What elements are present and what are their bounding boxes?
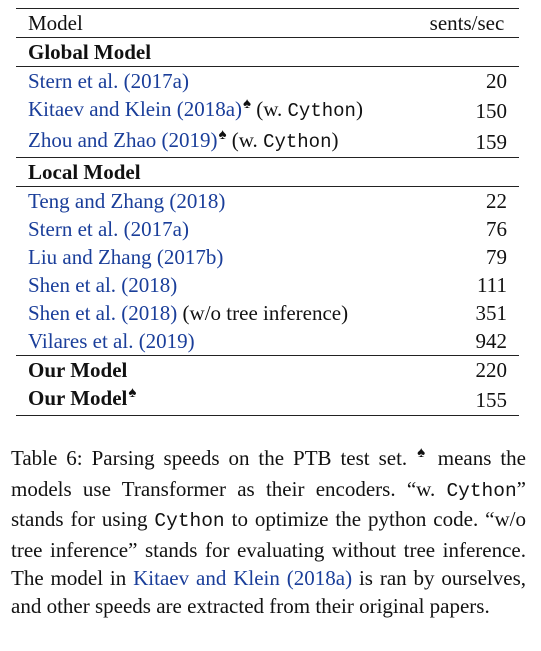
model-cell: Our Model	[16, 355, 415, 384]
our-model-label: Our Model	[28, 386, 128, 410]
spade-icon: ♠	[218, 127, 227, 143]
table-row: Zhou and Zhao (2019)♠ (w. Cython) 159	[16, 126, 519, 158]
speed-value: 159	[475, 129, 508, 154]
our-model-label: Our Model	[28, 358, 128, 382]
caption-text-3: ” stands for using	[11, 477, 526, 532]
section-header-row: Global Model	[16, 37, 519, 67]
model-cell: Stern et al. (2017a)	[16, 66, 415, 95]
citation-link[interactable]: Liu and Zhang (2017b)	[28, 245, 224, 269]
table-row: Stern et al. (2017a) 76	[16, 215, 519, 243]
speed-value: 111	[477, 273, 507, 297]
section-title: Local Model	[16, 157, 519, 187]
speed-value: 79	[486, 245, 507, 269]
caption-code-cython-1: Cython	[446, 480, 517, 503]
table-row: Shen et al. (2018) (w/o tree inference) 3…	[16, 299, 519, 327]
spade-icon: ♠	[243, 96, 251, 112]
model-note-code: Cython	[263, 131, 332, 153]
model-note-end: )	[355, 97, 363, 121]
section-title: Global Model	[16, 37, 519, 67]
header-speed: sents/sec	[415, 8, 519, 38]
citation-link[interactable]: Zhou and Zhao (2019)	[28, 128, 218, 152]
model-note-code: Cython	[287, 100, 356, 122]
model-cell: Vilares et al. (2019)	[16, 327, 415, 356]
model-note: (w.	[226, 128, 264, 152]
table-row: Kitaev and Klein (2018a)♠ (w. Cython) 150	[16, 95, 519, 126]
speed-value: 220	[415, 355, 519, 384]
table-row: Vilares et al. (2019) 942	[16, 327, 519, 356]
speed-value: 20	[415, 66, 519, 95]
our-model-row: Our Model♠155	[16, 384, 519, 416]
model-note: (w/o tree inference)	[177, 301, 349, 325]
citation-link[interactable]: Teng and Zhang (2018)	[28, 189, 226, 213]
table-row: Stern et al. (2017a) 20	[16, 66, 519, 95]
caption-text-2: means the models use Transformer as thei…	[11, 446, 526, 502]
model-cell: Kitaev and Klein (2018a)♠ (w. Cython)	[16, 95, 415, 126]
model-cell: Zhou and Zhao (2019)♠ (w. Cython)	[16, 126, 415, 158]
our-model-row: Our Model 220	[16, 355, 519, 384]
table-row: Teng and Zhang (2018) 22	[16, 186, 519, 215]
speed-value: 351	[475, 301, 508, 325]
model-note: (w.	[250, 97, 288, 121]
model-cell: Shen et al. (2018) (w/o tree inference)	[16, 299, 415, 327]
table-row: Shen et al. (2018) 111	[16, 271, 519, 299]
citation-link[interactable]: Shen et al. (2018)	[28, 273, 178, 297]
caption-code-cython-2: Cython	[154, 510, 225, 533]
table-row: Liu and Zhang (2017b) 79	[16, 243, 519, 271]
citation-link[interactable]: Shen et al. (2018)	[28, 301, 178, 325]
speed-value: 942	[475, 329, 508, 353]
header-model: Model	[16, 8, 415, 38]
model-cell: Stern et al. (2017a)	[16, 215, 415, 243]
model-cell: Liu and Zhang (2017b)	[16, 243, 415, 271]
caption-text-5: is ran by ourselves, and other speeds ar…	[11, 565, 526, 619]
caption-text-4: to optimize the python code. “w/o tree i…	[11, 507, 526, 590]
caption-citation-link[interactable]: Kitaev and Klein (2018a)	[133, 565, 353, 590]
citation-link[interactable]: Kitaev and Klein (2018a)	[28, 97, 243, 121]
speed-value: 155	[415, 384, 519, 416]
speed-value: 76	[486, 217, 507, 241]
speed-value: 150	[475, 98, 508, 123]
citation-link[interactable]: Stern et al. (2017a)	[28, 69, 189, 93]
speed-value: 22	[415, 186, 519, 215]
caption-text-1: Table 6: Parsing speeds on the PTB test …	[11, 446, 417, 470]
model-note-end: )	[331, 128, 339, 152]
spade-icon: ♠	[128, 385, 137, 401]
model-cell: Our Model♠	[16, 384, 415, 416]
model-cell: Shen et al. (2018)	[16, 271, 415, 299]
citation-link[interactable]: Vilares et al. (2019)	[28, 329, 195, 353]
model-cell: Teng and Zhang (2018)	[16, 186, 415, 215]
spade-icon: ♠	[417, 445, 429, 461]
citation-link[interactable]: Stern et al. (2017a)	[28, 217, 189, 241]
table-caption: Table 6: Parsing speeds on the PTB test …	[11, 444, 526, 620]
section-header-row: Local Model	[16, 157, 519, 187]
